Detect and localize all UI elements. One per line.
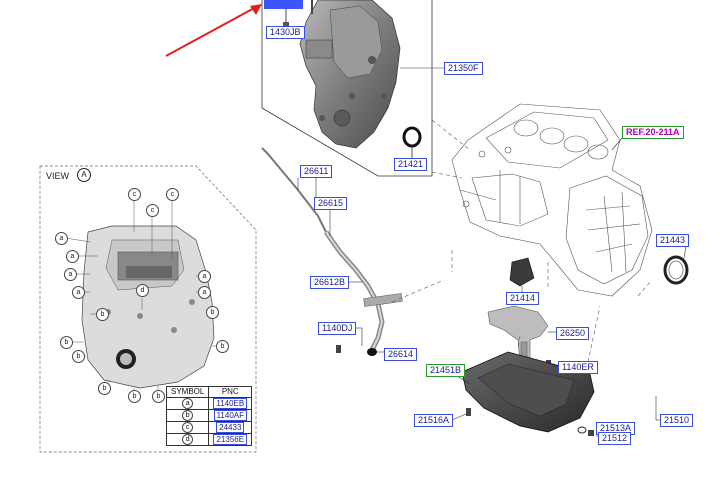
- table-pnc-link[interactable]: 21356E: [213, 433, 248, 445]
- callout-a: a: [198, 270, 211, 283]
- label-26611[interactable]: 26611: [300, 165, 333, 178]
- symbol-circle: a: [182, 398, 194, 409]
- view-a-cover: [81, 225, 215, 389]
- table-pnc-link[interactable]: 1140EB: [213, 397, 248, 409]
- symbol-circle: b: [182, 410, 194, 421]
- callout-b: b: [98, 382, 111, 395]
- callout-a: a: [55, 232, 68, 245]
- table-pnc-link[interactable]: 1140AF: [213, 409, 247, 421]
- label-1140dj[interactable]: 1140DJ: [318, 322, 357, 335]
- callout-b: b: [152, 390, 165, 403]
- engine-block: [451, 103, 653, 297]
- callout-a: a: [72, 286, 85, 299]
- label-26614[interactable]: 26614: [384, 348, 418, 361]
- table-header-pnc: PNC: [208, 386, 253, 398]
- label-21443[interactable]: 21443: [656, 234, 690, 247]
- label-26615[interactable]: 26615: [314, 197, 348, 210]
- label-26250[interactable]: 26250: [556, 327, 590, 340]
- symbol-circle: d: [182, 434, 194, 445]
- callout-a: a: [66, 250, 79, 263]
- label-21451b[interactable]: 21451B: [426, 364, 466, 377]
- table-row: c 24433: [165, 421, 253, 434]
- callout-c: c: [146, 204, 159, 217]
- label-21421[interactable]: 21421: [394, 158, 428, 171]
- label-21510[interactable]: 21510: [660, 414, 694, 427]
- callout-b: b: [72, 350, 85, 363]
- rear-oil-seal: [663, 255, 689, 285]
- table-header-symbol: SYMBOL: [165, 386, 210, 398]
- symbol-circle: c: [182, 422, 194, 433]
- callout-b: b: [60, 336, 73, 349]
- table-row: a 1140EB: [165, 397, 253, 410]
- callout-a: a: [64, 268, 77, 281]
- callout-d: d: [136, 284, 149, 297]
- projection-lines: [391, 119, 653, 363]
- view-letter-icon: A: [77, 168, 91, 182]
- label-21414[interactable]: 21414: [506, 292, 540, 305]
- callout-b: b: [216, 340, 229, 353]
- callout-b: b: [206, 306, 219, 319]
- callout-b: b: [96, 308, 109, 321]
- label-26612b[interactable]: 26612B: [310, 276, 350, 289]
- label-21512[interactable]: 21512: [598, 432, 632, 445]
- view-title: VIEW: [46, 171, 70, 181]
- callout-b: b: [128, 390, 141, 403]
- symbol-pnc-table: SYMBOL PNC a 1140EB b 1140AF c 24433 d 2…: [165, 386, 253, 446]
- timing-cover-detail-box: [261, 0, 433, 177]
- label-ref-20-211a[interactable]: REF.20-211A: [622, 126, 684, 139]
- selected-part-label[interactable]: 21350F: [264, 0, 303, 9]
- callout-a: a: [198, 286, 211, 299]
- label-1140er[interactable]: 1140ER: [558, 361, 598, 374]
- timing-chain-cover: [299, 0, 401, 149]
- label-21350f[interactable]: 21350F: [444, 62, 483, 75]
- label-21516a[interactable]: 21516A: [414, 414, 454, 427]
- table-row: b 1140AF: [165, 409, 253, 422]
- label-1430jb[interactable]: 1430JB: [266, 26, 305, 39]
- table-row: d 21356E: [165, 433, 253, 446]
- oil-screen: [509, 257, 535, 287]
- callout-c: c: [166, 188, 179, 201]
- red-pointer-arrow: [165, 4, 262, 57]
- view-a-frame: [39, 165, 257, 453]
- callout-c: c: [128, 188, 141, 201]
- table-pnc-link[interactable]: 24433: [216, 421, 245, 433]
